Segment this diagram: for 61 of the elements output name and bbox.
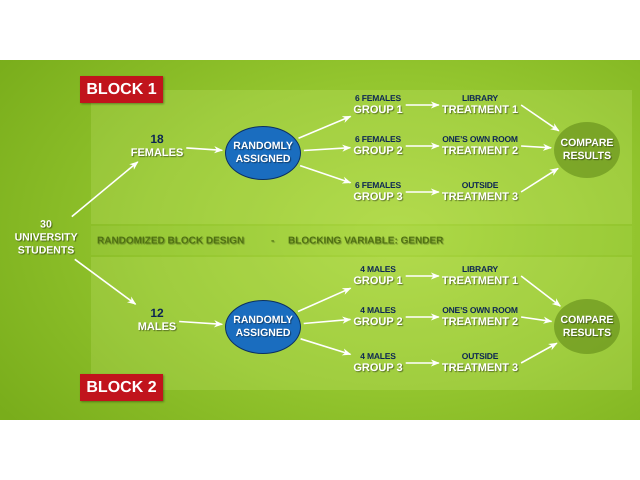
caption-text: OUTSIDE [462, 180, 498, 191]
node-label: RANDOMLY ASSIGNED [233, 314, 293, 340]
arrow [406, 101, 440, 109]
arrow [520, 316, 552, 324]
node-label: COMPARE RESULTS [560, 137, 614, 163]
node-label: GROUP 3 [353, 362, 403, 375]
node-label: FEMALES [130, 147, 184, 160]
arrow [520, 168, 559, 193]
arrow [304, 316, 352, 324]
count-text: 12 [150, 306, 164, 321]
node-label: GROUP 2 [353, 145, 403, 158]
caption-text: 6 FEMALES [355, 180, 401, 191]
caption-text: OUTSIDE [462, 351, 498, 362]
node-label: TREATMENT 3 [442, 191, 518, 204]
caption-text: 4 MALES [360, 351, 396, 362]
band-title: BLOCKING VARIABLE: GENDER [288, 235, 444, 246]
arrow [520, 275, 562, 307]
node-label: COMPARE RESULTS [560, 314, 614, 340]
arrow [521, 144, 552, 151]
node-label: 30 UNIVERSITY STUDENTS [14, 218, 78, 258]
node-label: TREATMENT 1 [442, 275, 518, 288]
arrow [520, 104, 560, 132]
node-label: GROUP 2 [353, 316, 403, 329]
arrow [406, 313, 440, 321]
arrow [300, 164, 352, 184]
node-label: MALES [138, 321, 176, 334]
arrow [298, 116, 352, 139]
node-label: TREATMENT 3 [442, 362, 518, 375]
node-label: GROUP 1 [353, 104, 403, 117]
separator-dash: - [271, 235, 274, 246]
arrow [304, 144, 352, 152]
caption-text: 4 MALES [360, 264, 396, 275]
arrow [406, 272, 440, 280]
caption-text: ONE’S OWN ROOM [442, 134, 518, 145]
arrow [74, 258, 136, 305]
caption-text: 6 FEMALES [355, 93, 401, 104]
node-label: GROUP 3 [353, 191, 403, 204]
arrow [300, 338, 352, 356]
block-heading-label: BLOCK 1 [80, 76, 163, 103]
arrow [520, 342, 558, 364]
caption-text: LIBRARY [462, 93, 498, 104]
node-label: TREATMENT 2 [442, 316, 518, 329]
arrow [406, 359, 440, 367]
arrow [186, 146, 224, 154]
arrow [71, 161, 138, 218]
node-label: RANDOMLY ASSIGNED [233, 140, 293, 166]
arrow [298, 287, 352, 312]
caption-text: ONE’S OWN ROOM [442, 305, 518, 316]
arrow [406, 142, 440, 150]
caption-text: LIBRARY [462, 264, 498, 275]
node-label: TREATMENT 2 [442, 145, 518, 158]
band-background [91, 226, 632, 255]
caption-text: 6 FEMALES [355, 134, 401, 145]
count-text: 18 [150, 132, 164, 147]
arrow [179, 320, 224, 328]
band-title: RANDOMIZED BLOCK DESIGN [97, 235, 244, 246]
node-label: TREATMENT 1 [442, 104, 518, 117]
node-label: GROUP 1 [353, 275, 403, 288]
arrow [406, 188, 440, 196]
block-heading-label: BLOCK 2 [80, 374, 163, 401]
caption-text: 4 MALES [360, 305, 396, 316]
